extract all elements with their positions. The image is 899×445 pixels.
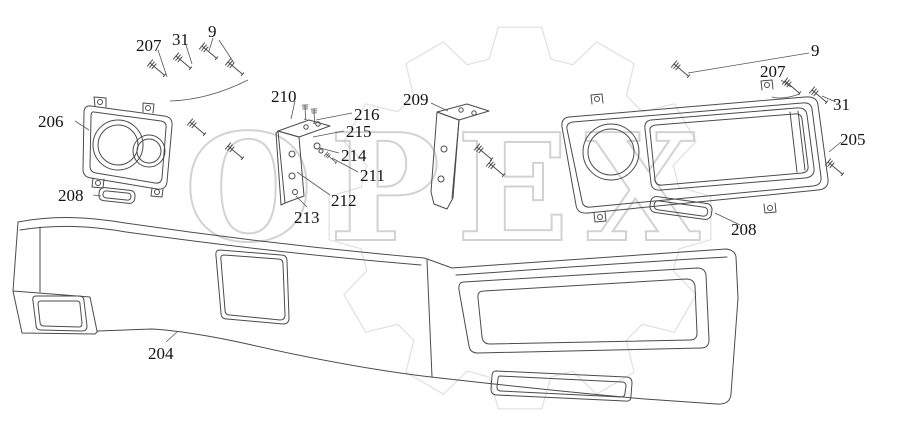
- leader-lines: [74, 37, 842, 343]
- part-label-214: 214: [341, 146, 367, 165]
- part-label-205: 205: [840, 130, 866, 149]
- part-label-206: 206: [38, 112, 64, 131]
- part-label-31-right: 31: [833, 95, 850, 114]
- gear-watermark-icon: [328, 26, 712, 410]
- part-label-31-left: 31: [172, 30, 189, 49]
- part-label-210: 210: [271, 87, 297, 106]
- watermark-text: OPEX: [184, 101, 716, 275]
- bumper-drawing: [12, 217, 739, 405]
- part-label-211: 211: [360, 166, 385, 185]
- part-label-9-right: 9: [811, 41, 820, 60]
- part-label-9-left: 9: [208, 22, 217, 41]
- part-label-215: 215: [346, 122, 372, 141]
- part-label-212: 212: [331, 191, 357, 210]
- bracket-210-drawing: [275, 104, 339, 206]
- left-trim-strip-drawing: [98, 187, 136, 204]
- left-headlight-drawing: [82, 96, 173, 198]
- bracket-209-drawing: [430, 103, 490, 210]
- part-label-213: 213: [294, 208, 320, 227]
- part-label-207-right: 207: [760, 62, 786, 81]
- right-trim-strip-drawing: [649, 196, 713, 220]
- part-label-208-left: 208: [58, 186, 84, 205]
- part-label-209: 209: [403, 90, 429, 109]
- right-headlight-drawing: [561, 79, 829, 223]
- part-label-204: 204: [148, 344, 174, 363]
- part-label-216: 216: [354, 105, 380, 124]
- part-label-208-right: 208: [731, 220, 757, 239]
- part-label-207-left: 207: [136, 36, 162, 55]
